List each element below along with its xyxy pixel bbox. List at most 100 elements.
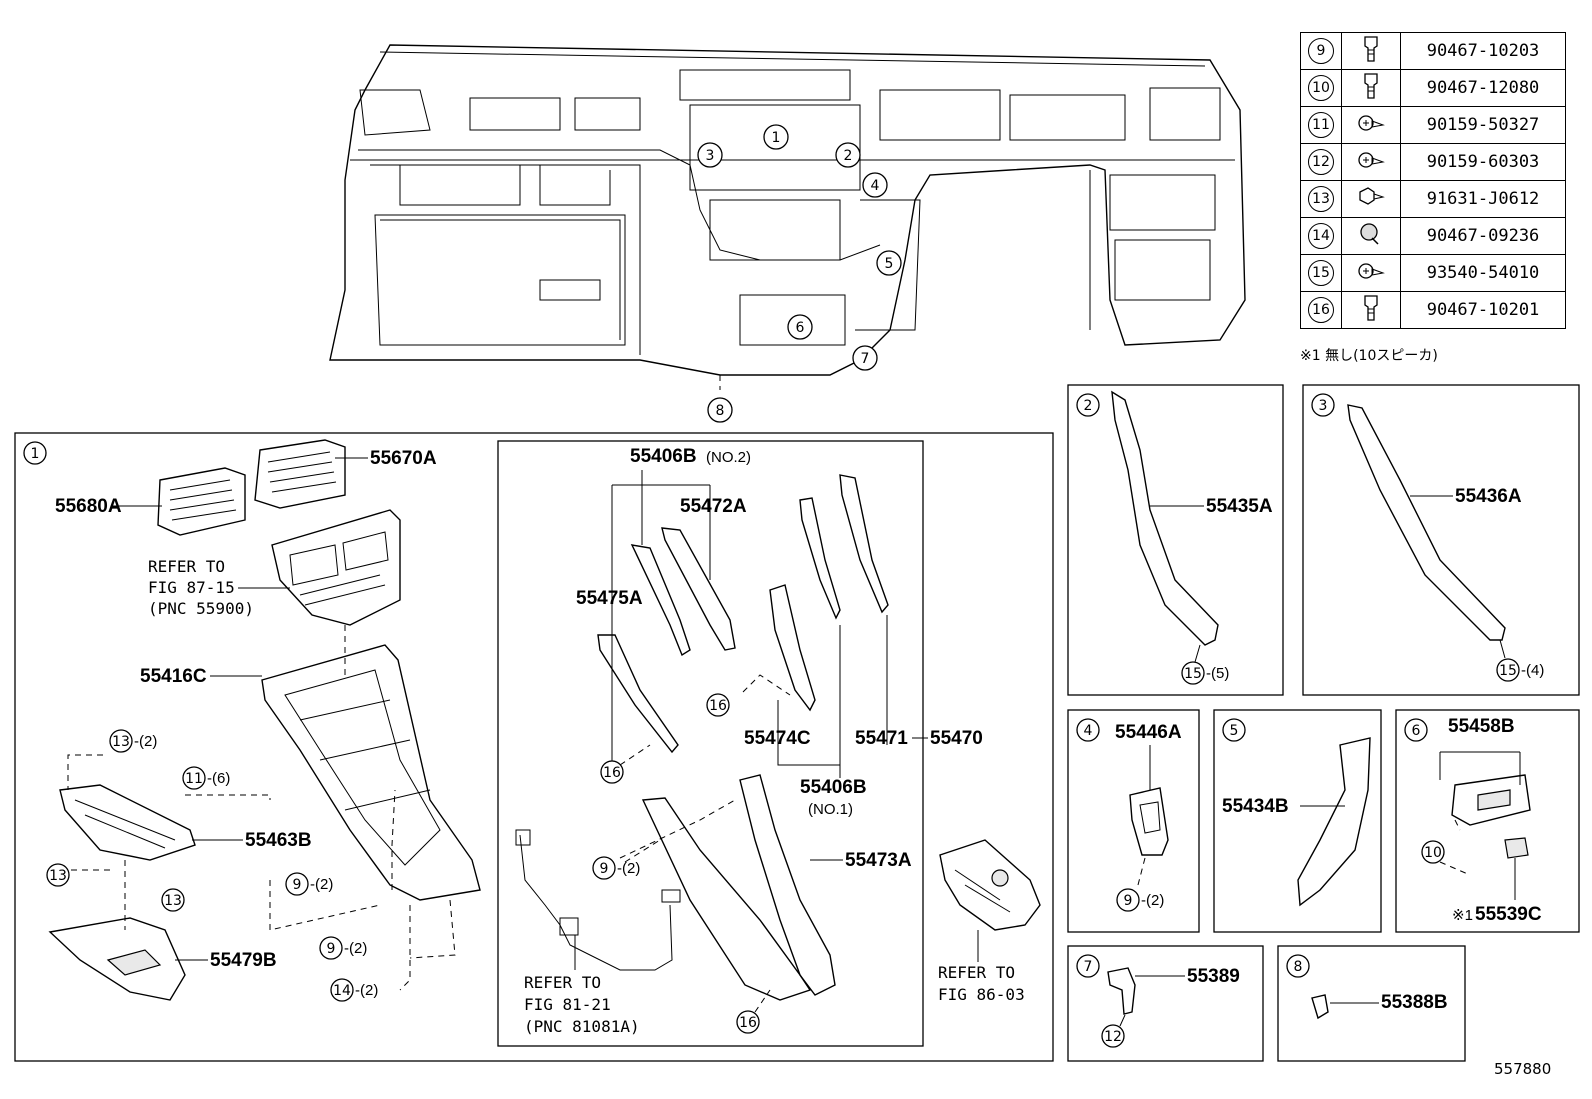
fastener-ref-cell: 12 (1300, 143, 1342, 181)
fastener-icon-cell (1341, 217, 1401, 255)
svg-text:13: 13 (164, 893, 182, 909)
label-55388b: 55388B (1381, 992, 1448, 1013)
svg-text:13: 13 (112, 734, 130, 750)
part-55539c (1504, 837, 1529, 859)
overview-callout-2: 2 (835, 142, 861, 168)
callout-16c: 16 (736, 1010, 760, 1034)
svg-text:-(2): -(2) (134, 733, 157, 750)
svg-text:9: 9 (1124, 893, 1133, 909)
svg-text:11: 11 (185, 771, 203, 787)
overview-callout-7: 7 (852, 345, 878, 371)
panel-6-callout: 6 (1404, 718, 1428, 742)
clip-icon (1358, 35, 1384, 69)
label-55539c: 55539C (1475, 904, 1542, 925)
fastener-part-number: 90467-10203 (1400, 32, 1566, 70)
label-55389: 55389 (1187, 966, 1240, 987)
svg-text:6: 6 (796, 320, 805, 336)
part-55458b (1451, 774, 1531, 826)
label-55434b: 55434B (1222, 796, 1289, 817)
fastener-ref-callout: 12 (1308, 149, 1334, 175)
fastener-ref-cell: 16 (1300, 291, 1342, 329)
fastener-part-number: 90467-09236 (1400, 217, 1566, 255)
fastener-part-number: 93540-54010 (1400, 254, 1566, 292)
refer-fig-81-21-line3: (PNC 81081A) (524, 1017, 640, 1036)
table-note: ※1 無し(10スピーカ) (1300, 348, 1438, 364)
svg-text:14: 14 (333, 983, 351, 999)
overview-callout-8: 8 (707, 397, 733, 423)
svg-text:5: 5 (885, 256, 894, 272)
trim-55471 (839, 474, 889, 614)
trim-55436a (1347, 404, 1506, 641)
svg-text:16: 16 (709, 698, 727, 714)
panel-5-callout: 5 (1222, 718, 1246, 742)
refer-fig-86-03-line2: FIG 86-03 (938, 985, 1025, 1004)
svg-text:9: 9 (293, 877, 302, 893)
svg-text:-(2): -(2) (1141, 892, 1164, 909)
trim-55406b-no1 (799, 497, 841, 620)
fastener-part-number: 91631-J0612 (1400, 180, 1566, 218)
fastener-ref-callout: 16 (1308, 297, 1334, 323)
refer-fig-81-21-line2: FIG 81-21 (524, 995, 611, 1014)
callout-13a: 13-(2) (109, 729, 157, 753)
panel-3-callout: 3 (1311, 393, 1335, 417)
clip-icon (1358, 72, 1384, 106)
svg-text:6: 6 (1412, 723, 1421, 739)
panel-3: 3 55436A 15-(4) (1302, 384, 1580, 696)
fastener-ref-cell: 14 (1300, 217, 1342, 255)
overview-callout-3: 3 (697, 142, 723, 168)
trim-55406b-no2 (630, 544, 691, 657)
catalog-number: 557880 (1494, 1060, 1552, 1078)
refer-fig-86-03-line1: REFER TO (938, 963, 1015, 982)
fastener-icon-cell (1341, 143, 1401, 181)
label-55475a: 55475A (576, 588, 643, 609)
fastener-part-number: 90467-12080 (1400, 69, 1566, 107)
panel-4: 4 55446A 9-(2) (1067, 709, 1200, 933)
svg-text:1: 1 (772, 130, 781, 146)
callout-11: 11-(6) (182, 766, 230, 790)
panel-5: 5 55434B (1213, 709, 1382, 933)
fastener-ref-callout: 9 (1308, 38, 1334, 64)
trim-55475a (597, 634, 679, 754)
svg-text:-(2): -(2) (344, 940, 367, 957)
svg-text:2: 2 (1084, 398, 1093, 414)
callout-9-panel4: 9 -(2) (1116, 888, 1164, 912)
fastener-icon-cell (1341, 69, 1401, 107)
fastener-icon-cell (1341, 32, 1401, 70)
fastener-ref-callout: 11 (1308, 112, 1334, 138)
svg-text:15: 15 (1184, 666, 1202, 682)
rivet-icon (1356, 222, 1386, 252)
svg-text:12: 12 (1104, 1029, 1122, 1045)
clip-icon (1358, 294, 1384, 328)
label-55436a: 55436A (1455, 486, 1522, 507)
fastener-ref-cell: 13 (1300, 180, 1342, 218)
svg-text:1: 1 (31, 446, 40, 462)
callout-12-panel7: 12 (1101, 1024, 1125, 1048)
fastener-row: 9 90467-10203 (1300, 32, 1566, 70)
refer-fig-81-21-line1: REFER TO (524, 973, 601, 992)
part-55389 (1107, 967, 1136, 1015)
panel-1: 1 55680A 55670A REFER TO FIG 87-15 (PNC … (14, 432, 1054, 1062)
panel-7: 7 55389 12 (1067, 945, 1264, 1062)
trim-55472a (661, 527, 736, 651)
refer-fig-87-15-line1: REFER TO (148, 557, 225, 576)
svg-text:3: 3 (1319, 398, 1328, 414)
overview-callout-1: 1 (763, 124, 789, 150)
refer-fig-87-15-line3: (PNC 55900) (148, 599, 254, 618)
instrument-panel-overview: 1 2 3 4 5 6 7 8 (329, 44, 1246, 423)
panel-1-callout: 1 (23, 441, 47, 465)
callout-15-panel2: 15-(5) (1181, 661, 1229, 685)
trim-55474c (769, 584, 816, 712)
label-55406b-no2-sub: (NO.2) (706, 449, 751, 466)
label-55463b: 55463B (245, 830, 312, 851)
svg-text:16: 16 (739, 1015, 757, 1031)
svg-text:9: 9 (600, 861, 609, 877)
callout-13c: 13 (161, 888, 185, 912)
panel-2-callout: 2 (1076, 393, 1100, 417)
svg-text:4: 4 (871, 178, 880, 194)
